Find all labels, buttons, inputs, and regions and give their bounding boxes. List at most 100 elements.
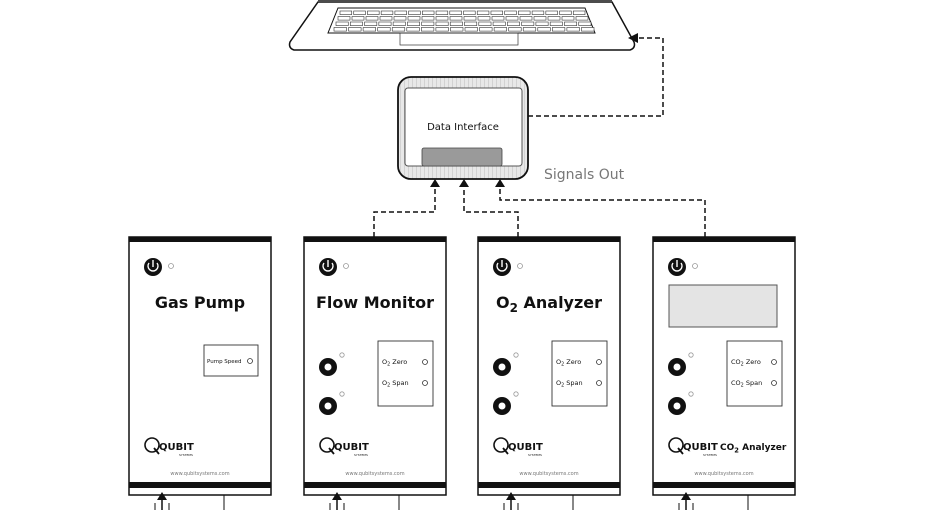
jack-hole [324,402,332,410]
arrow-interface-1 [430,179,440,187]
key [450,27,464,32]
key [333,27,347,32]
trackpad [399,32,519,46]
key [421,27,435,32]
jack-hole [498,402,506,410]
qubit-logo-icon [668,437,684,453]
key [508,27,522,32]
panel-label: O2​ Span [382,379,409,389]
signal-arrowheads [430,33,638,187]
key [435,21,449,26]
key [522,27,537,32]
key [449,10,462,15]
brand-logo: QUBIT [683,442,718,453]
jack-led [513,391,519,397]
jack-led [688,352,694,358]
module-top-band [304,237,446,242]
key [518,10,531,15]
arrow-laptop [628,33,638,43]
qubit-logo-icon [493,437,509,453]
module-top-band [478,237,620,242]
arrow-interface-2 [459,179,469,187]
power-led [692,263,698,269]
key [335,21,349,26]
key [559,10,572,15]
brand-sub: SYSTEMS [354,453,368,457]
module-bottom-band [478,482,620,488]
arrow-interface-3 [495,179,505,187]
jack-led [339,352,345,358]
key [407,21,420,26]
panel-knob[interactable] [422,359,428,365]
signals-out-label: Signals Out [544,167,625,183]
key [463,10,476,15]
data-interface-box: Data Interface [397,76,529,180]
control-panel [726,340,783,407]
key [572,10,586,15]
power-led [517,263,523,269]
key [422,10,435,15]
key [521,21,535,26]
key [337,16,351,21]
key [578,21,592,26]
control-panel [551,340,608,407]
key [364,21,378,26]
key [478,21,492,26]
key [421,21,435,26]
key [377,27,391,32]
key [464,21,478,26]
keyboard-keys [333,10,595,46]
laptop [288,0,636,51]
brand-sub: SYSTEMS [703,453,717,457]
key [564,21,578,26]
key [575,16,589,21]
signal-line-to-laptop [528,37,664,117]
panel-knob[interactable] [771,359,777,365]
key [421,16,435,21]
key [535,21,549,26]
key [505,16,519,21]
key [353,10,366,15]
key [379,16,393,21]
module-bottom-band [304,482,446,488]
control-panel [377,340,434,407]
power-icon [322,262,334,272]
key [406,27,420,32]
module-bottom-band [653,482,795,488]
module-title: Gas Pump [155,293,245,312]
key [391,27,406,32]
key [339,10,353,15]
inlet-arrow [332,492,342,500]
interface-port [421,147,503,167]
key [477,16,491,21]
panel-label: O2​ Zero [556,358,581,368]
panel-knob[interactable] [596,359,602,365]
brand-sub: SYSTEMS [179,453,193,457]
signal-line-flow-monitor [373,185,436,237]
key [547,16,561,21]
key [504,10,517,15]
key [435,16,449,21]
panel-knob[interactable] [771,380,777,386]
power-icon [147,262,159,272]
key [378,21,392,26]
panel-knob[interactable] [596,380,602,386]
key [491,16,505,21]
panel-knob[interactable] [422,380,428,386]
key [435,10,449,15]
power-led [168,263,174,269]
key [492,21,506,26]
key [476,10,490,15]
key [362,27,376,32]
module-url: www.qubitsystems.com [170,471,229,477]
jack-hole [498,363,506,371]
qubit-logo-icon [319,437,335,453]
brand-logo: QUBIT [159,442,194,453]
brand-sub: SYSTEMS [528,453,542,457]
key [348,27,362,32]
panel-knob[interactable] [247,358,253,364]
key [531,10,545,15]
